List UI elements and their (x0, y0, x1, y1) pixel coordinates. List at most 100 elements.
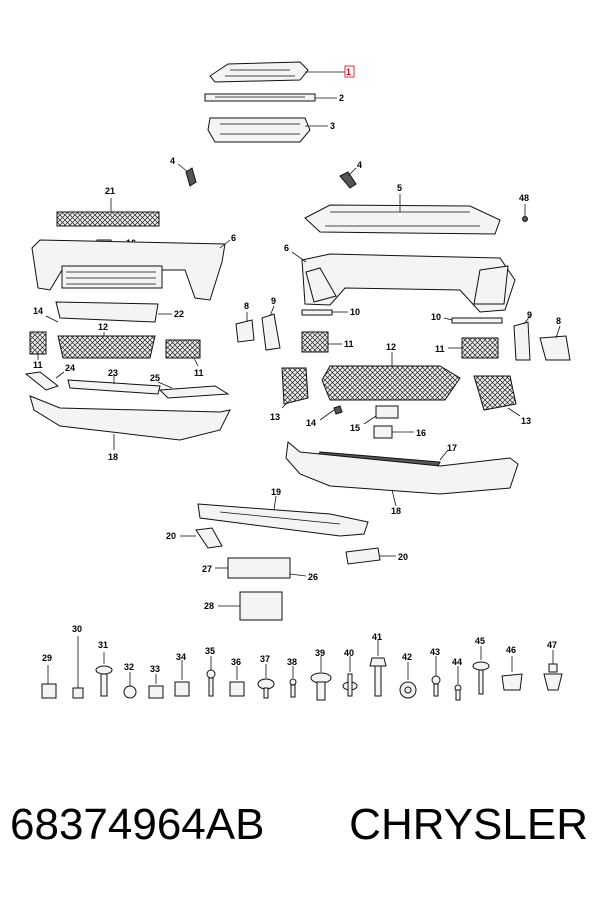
callout-3: 3 (330, 121, 335, 131)
parts-diagram: 1 2 3 4 4 5 48 21 (24, 61, 571, 701)
part-1-upper-cover[interactable]: 1 (209, 61, 355, 83)
callout-11b: 11 (33, 360, 43, 370)
part-25-trim-right[interactable]: 25 (150, 373, 230, 399)
part-27-license-bracket[interactable]: 27 (202, 557, 291, 579)
part-4-clip-right[interactable]: 4 (339, 160, 362, 189)
callout-17: 17 (447, 443, 457, 453)
fastener-33[interactable]: 33 (148, 664, 164, 699)
part-21-upper-grille[interactable]: 21 (56, 186, 160, 227)
part-18-lower-fascia-left[interactable]: 18 (29, 395, 231, 462)
fastener-30[interactable]: 30 (72, 624, 84, 699)
fastener-29[interactable]: 29 (41, 653, 57, 699)
fastener-43[interactable]: 43 (430, 647, 441, 697)
part-6-fascia-left[interactable]: 6 (31, 233, 236, 301)
callout-18a: 18 (108, 452, 118, 462)
part-16-sensor-bracket-right[interactable]: 16 (373, 425, 426, 439)
fastener-45[interactable]: 45 (472, 636, 490, 695)
part-9-bracket-left[interactable]: 9 (261, 296, 281, 351)
fastener-39[interactable]: 39 (310, 648, 332, 701)
callout-32: 32 (124, 662, 134, 672)
part-22-trim-strip[interactable]: 22 (55, 301, 184, 323)
part-24-trim-left[interactable]: 24 (24, 363, 75, 391)
fastener-41[interactable]: 41 (369, 632, 387, 697)
part-20-bracket-right[interactable]: 20 (345, 547, 408, 565)
part-26-screw[interactable]: 26 (289, 572, 318, 582)
part-12-lower-grille-right[interactable]: 12 (321, 342, 461, 401)
callout-29: 29 (42, 653, 52, 663)
callout-13b: 13 (521, 416, 531, 426)
callout-14a: 14 (33, 306, 43, 316)
part-48-pin[interactable]: 48 (519, 193, 529, 222)
callout-9b: 9 (527, 310, 532, 320)
callout-27: 27 (202, 564, 212, 574)
part-2-bracket[interactable]: 2 (204, 93, 344, 103)
callout-8b: 8 (556, 316, 561, 326)
callout-37: 37 (260, 654, 270, 664)
callout-35: 35 (205, 646, 215, 656)
fastener-35[interactable]: 35 (205, 646, 216, 697)
callout-13a: 13 (270, 412, 280, 422)
callout-6b: 6 (284, 243, 289, 253)
callout-21: 21 (105, 186, 115, 196)
fastener-47[interactable]: 47 (543, 640, 563, 691)
part-11-grille-right[interactable]: 11 (435, 337, 499, 359)
callout-39: 39 (315, 648, 325, 658)
part-11-grille-left-lower[interactable]: 11 (165, 339, 204, 378)
part-19-energy-absorber[interactable]: 19 (197, 487, 369, 537)
callout-11d: 11 (194, 368, 204, 378)
part-3-support[interactable]: 3 (207, 117, 335, 143)
part-13-bezel-right[interactable]: 13 (473, 375, 531, 426)
part-11-grille-mid-left[interactable]: 11 (301, 331, 354, 353)
part-14-clip-right[interactable]: 14 (306, 405, 343, 428)
part-8-bracket-left[interactable]: 8 (235, 301, 255, 343)
part-number: 68374964AB (10, 800, 265, 849)
fastener-34[interactable]: 34 (174, 652, 190, 697)
part-14-clip-left[interactable]: 14 (33, 306, 59, 323)
callout-11a: 11 (344, 339, 354, 349)
callout-6a: 6 (231, 233, 236, 243)
part-20-bracket-left[interactable]: 20 (166, 527, 223, 549)
callout-20a: 20 (166, 531, 176, 541)
callout-47: 47 (547, 640, 557, 650)
callout-25: 25 (150, 373, 160, 383)
part-28-plate-mount[interactable]: 28 (204, 591, 283, 621)
fastener-38[interactable]: 38 (287, 657, 297, 698)
fastener-36[interactable]: 36 (229, 657, 245, 697)
fastener-37[interactable]: 37 (257, 654, 275, 699)
callout-24: 24 (65, 363, 75, 373)
part-10-strip-left[interactable]: 10 (301, 307, 360, 317)
callout-36: 36 (231, 657, 241, 667)
callout-42: 42 (402, 652, 412, 662)
callout-34: 34 (176, 652, 186, 662)
part-6-fascia-right[interactable]: 6 (284, 243, 516, 313)
fastener-46[interactable]: 46 (501, 645, 523, 691)
fastener-32[interactable]: 32 (123, 662, 137, 699)
callout-19: 19 (271, 487, 281, 497)
callout-10a: 10 (350, 307, 360, 317)
part-13-bezel-left[interactable]: 13 (270, 367, 309, 422)
part-9-bracket-right[interactable]: 9 (513, 310, 532, 361)
fastener-44[interactable]: 44 (452, 657, 462, 701)
part-11-grille-far-left[interactable]: 11 (29, 331, 47, 370)
part-12-lower-grille-left[interactable]: 12 (57, 322, 156, 359)
part-8-bracket-right[interactable]: 8 (539, 316, 571, 361)
callout-40: 40 (344, 648, 354, 658)
part-15-cover[interactable]: 15 (350, 405, 399, 433)
brand-name: CHRYSLER (349, 800, 588, 849)
callout-1: 1 (346, 67, 351, 77)
callout-45: 45 (475, 636, 485, 646)
fastener-40[interactable]: 40 (342, 648, 358, 697)
part-18-lower-fascia-right[interactable]: 18 (285, 441, 519, 516)
callout-2: 2 (339, 93, 344, 103)
part-4-clip-left[interactable]: 4 (170, 156, 197, 187)
callout-48: 48 (519, 193, 529, 203)
fastener-31[interactable]: 31 (95, 640, 113, 697)
callout-4b: 4 (357, 160, 362, 170)
callout-28: 28 (204, 601, 214, 611)
fastener-42[interactable]: 42 (399, 652, 417, 699)
part-5-reinforcement[interactable]: 5 (304, 183, 501, 235)
part-10-strip-right[interactable]: 10 (431, 312, 503, 324)
part-23-trim-center[interactable]: 23 (67, 368, 161, 395)
callout-38: 38 (287, 657, 297, 667)
callout-44: 44 (452, 657, 462, 667)
